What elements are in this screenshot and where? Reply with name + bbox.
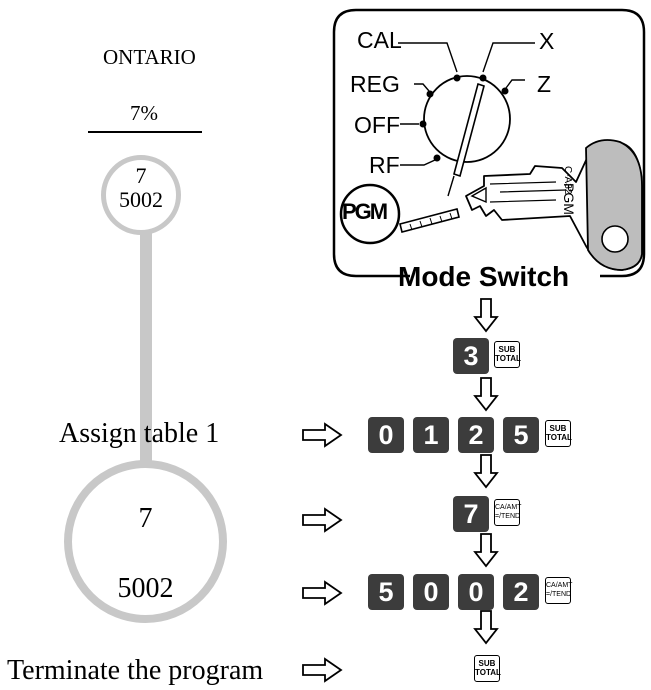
arrow-right-icon [302,422,343,448]
mode-z-label: Z [537,71,552,97]
rate-underline [88,131,202,133]
key-5[interactable]: 5 [368,574,404,610]
key-7[interactable]: 7 [453,496,489,532]
mode-cal-label: CAL [357,27,402,53]
arrow-right-icon [302,657,343,683]
mode-x-label: X [539,28,555,54]
mode-rf-label: RF [369,152,400,178]
ca-amt-key-line1: CA/AMT [495,504,522,511]
mode-reg-label: REG [350,71,400,97]
province-label: ONTARIO [103,45,196,69]
key-0[interactable]: 0 [458,574,494,610]
subtotal-key-line2: TOTAL [495,354,521,363]
arrow-right-icon [302,507,343,533]
subtotal-key-line1: SUB [498,345,516,354]
subtotal-key-line2: TOTAL [546,433,572,442]
arrow-down-icon [473,610,499,645]
subtotal-key[interactable]: SUB TOTAL [474,655,501,682]
big-circle-bottom: 5002 [117,573,174,604]
key-5[interactable]: 5 [503,417,539,453]
subtotal-key[interactable]: SUB TOTAL [494,341,521,368]
key-1[interactable]: 1 [413,417,449,453]
ca-amt-key-line2: =/TEND [495,513,521,520]
ca-amt-tend-key[interactable]: CA/AMT =/TEND [494,499,522,526]
assign-label: Assign table 1 [59,418,220,449]
connector-bar [140,222,152,472]
pgm-badge: PGM [342,199,388,224]
subtotal-key-line2: TOTAL [475,668,501,677]
tax-rate-label: 7% [130,101,158,125]
key-2[interactable]: 2 [503,574,539,610]
mode-switch-panel [332,8,646,278]
arrow-down-icon [473,298,499,333]
ca-amt-tend-key[interactable]: CA/AMT =/TEND [545,577,573,604]
ca-amt-key-line2: =/TEND [546,591,572,598]
big-circle [64,460,227,623]
subtotal-key-line1: SUB [549,424,567,433]
mode-off-label: OFF [354,112,400,138]
arrow-down-icon [473,533,499,568]
mode-switch-caption: Mode Switch [398,261,570,292]
ca-amt-key-line1: CA/AMT [546,582,573,589]
key-0[interactable]: 0 [413,574,449,610]
key-2[interactable]: 2 [458,417,494,453]
terminate-label: Terminate the program [7,655,264,686]
small-circle [101,155,181,235]
key-3[interactable]: 3 [453,338,489,374]
key-label-code: C-A32 [562,166,573,195]
small-circle-top: 7 [135,163,147,188]
arrow-right-icon [302,580,343,606]
subtotal-key-line1: SUB [478,659,496,668]
subtotal-key[interactable]: SUB TOTAL [545,420,572,447]
arrow-down-icon [473,454,499,489]
small-circle-bottom: 5002 [119,187,163,212]
key-0[interactable]: 0 [368,417,404,453]
big-circle-top: 7 [138,503,153,534]
arrow-down-icon [473,377,499,412]
